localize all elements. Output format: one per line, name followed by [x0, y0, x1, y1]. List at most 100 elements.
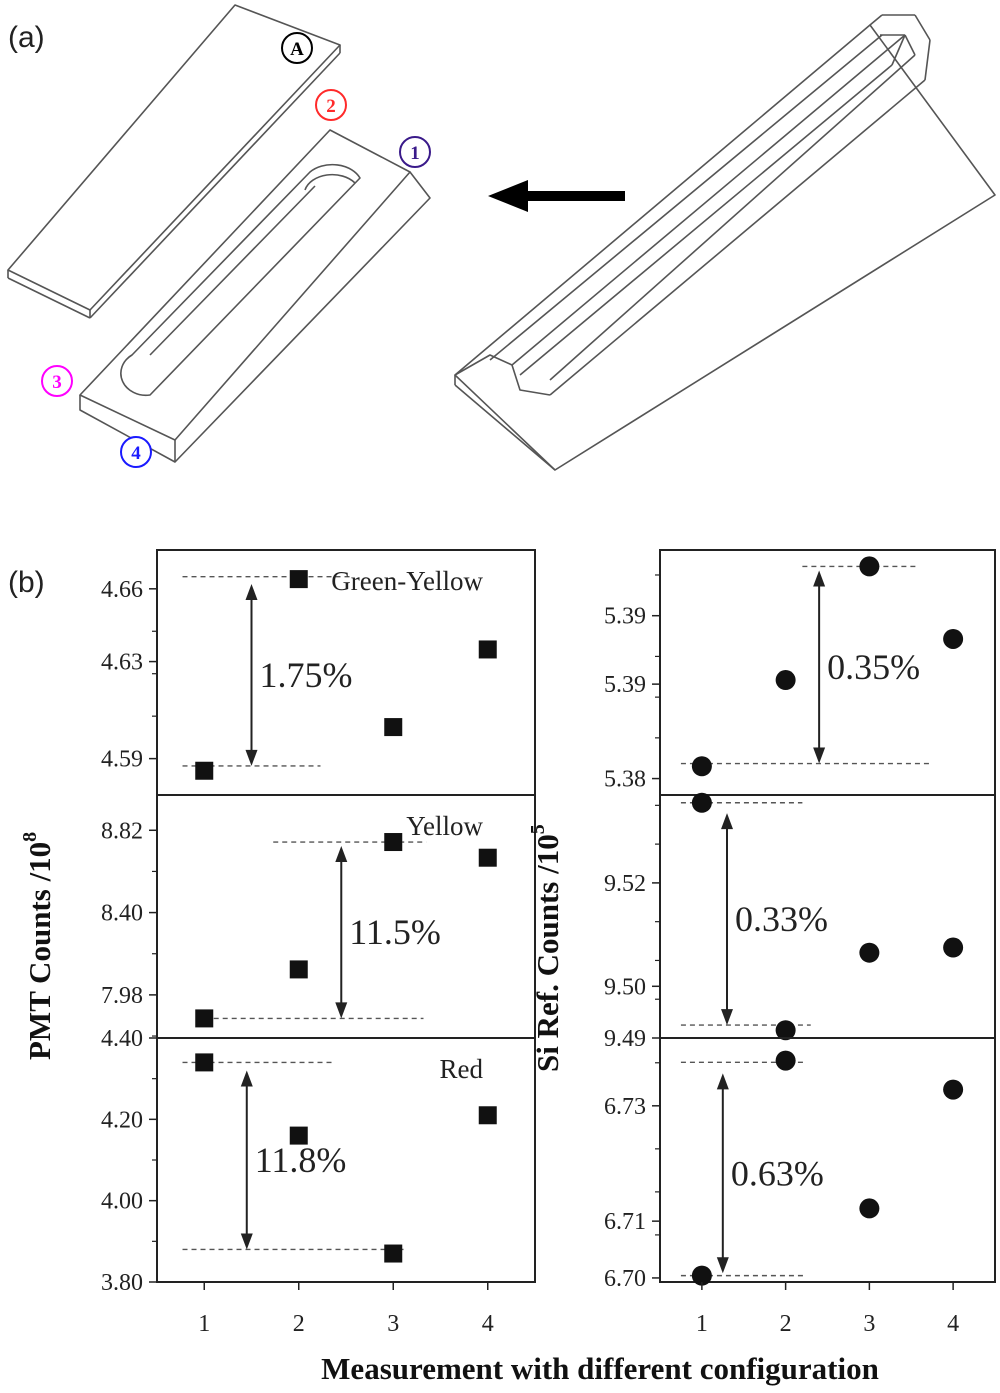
y-tick-label: 8.82 — [101, 818, 143, 844]
range-arrow-head-top — [721, 813, 733, 830]
y-tick-label: 8.40 — [101, 901, 143, 927]
y-tick-label: 9.49 — [604, 1026, 646, 1052]
y-tick-label: 7.98 — [101, 983, 143, 1009]
range-arrow-head-bottom — [240, 1233, 253, 1250]
range-percent-label: 0.33% — [735, 899, 828, 939]
subplot-left-1: 7.98 8.40 8.82 11.5% Yellow — [101, 794, 536, 1039]
marker-number: 3 — [52, 372, 62, 393]
x-tick-label: 3 — [387, 1311, 399, 1337]
data-point — [478, 848, 497, 867]
x-axis-title: Measurement with different configuration — [321, 1351, 879, 1386]
y-tick-label: 6.71 — [604, 1209, 646, 1235]
data-point — [478, 640, 497, 659]
y-tick-label: 4.59 — [101, 747, 143, 773]
y-tick-label: 4.63 — [101, 650, 143, 676]
data-point — [691, 792, 712, 813]
range-arrow-head-bottom — [813, 747, 826, 764]
data-point — [289, 570, 308, 589]
x-tick-label: 2 — [293, 1311, 305, 1337]
data-point — [859, 1198, 880, 1219]
component-markers: A 2 1 3 4 — [41, 32, 431, 468]
series-label: Red — [440, 1054, 484, 1084]
range-arrow-head-bottom — [335, 1002, 348, 1019]
range-arrow-head-top — [240, 1070, 253, 1087]
data-point — [775, 670, 796, 691]
x-tick-label: 2 — [780, 1311, 792, 1337]
x-tick-label: 4 — [482, 1311, 494, 1337]
y-tick-label: 6.70 — [604, 1266, 646, 1292]
data-point — [195, 1053, 214, 1072]
lid-plate — [7, 4, 341, 319]
marker-number: 1 — [410, 143, 420, 164]
data-point — [478, 1106, 497, 1125]
subplot-right-1: 9.49 9.50 9.52 0.33% — [604, 792, 996, 1052]
data-point — [195, 761, 214, 780]
marker-circle — [41, 365, 73, 397]
marker-number: 2 — [326, 96, 336, 117]
marker-A: A — [281, 32, 313, 64]
x-tick-label: 3 — [863, 1311, 875, 1337]
data-point — [195, 1009, 214, 1028]
range-arrow-head-top — [245, 583, 258, 600]
x-tick-label: 4 — [947, 1311, 959, 1337]
marker-number: A — [290, 39, 304, 60]
marker-1: 1 — [399, 136, 431, 168]
marker-circle — [315, 89, 347, 121]
series-label: Yellow — [406, 811, 483, 841]
y-tick-label: 5.38 — [604, 767, 646, 793]
panel-b-label: (b) — [8, 566, 45, 599]
y-tick-label: 4.20 — [101, 1107, 143, 1133]
data-point — [289, 960, 308, 979]
subplot-left-0: 4.59 4.63 4.66 1.75% Green-Yellow — [101, 549, 536, 796]
data-point — [289, 1126, 308, 1145]
range-percent-label: 0.35% — [827, 647, 920, 687]
data-point — [691, 1265, 712, 1286]
y-tick-label: 6.73 — [604, 1094, 646, 1120]
range-arrow-head-top — [335, 845, 348, 862]
y-tick-label: 4.66 — [101, 577, 143, 603]
data-point — [943, 937, 964, 958]
marker-circle — [399, 136, 431, 168]
range-percent-label: 1.75% — [260, 655, 353, 695]
y-tick-label: 4.40 — [101, 1026, 143, 1052]
data-point — [384, 718, 403, 737]
y-tick-label: 5.39 — [604, 604, 646, 630]
data-point — [384, 833, 403, 852]
panel-a-label: (a) — [8, 21, 45, 54]
marker-circle — [281, 32, 313, 64]
subplot-right-0: 5.38 5.39 5.39 0.35% — [604, 549, 996, 796]
range-arrow-head-top — [813, 570, 826, 587]
y-tick-label: 5.39 — [604, 672, 646, 698]
data-point — [859, 942, 880, 963]
range-arrow-head-bottom — [245, 749, 258, 766]
arrow-icon — [488, 180, 625, 212]
range-arrow-head-top — [716, 1073, 729, 1090]
range-percent-label: 11.5% — [349, 912, 441, 952]
x-tick-label: 1 — [696, 1311, 708, 1337]
y-tick-label: 9.50 — [604, 974, 646, 1000]
range-arrow-head-bottom — [721, 1009, 733, 1026]
plot-frame — [659, 1037, 996, 1283]
prism-holder — [454, 14, 996, 471]
chart-area: 4.59 4.63 4.66 1.75% Green-Yellow 7.98 8.40 8.8… — [101, 549, 996, 1337]
x-tick-label: 1 — [198, 1311, 210, 1337]
data-point — [691, 756, 712, 777]
right-y-axis-title: Si Ref. Counts /105 — [527, 824, 565, 1072]
y-tick-label: 9.52 — [604, 871, 646, 897]
marker-circle — [120, 436, 152, 468]
series-label: Green-Yellow — [331, 566, 483, 596]
y-tick-label: 4.00 — [101, 1189, 143, 1215]
marker-4: 4 — [120, 436, 152, 468]
data-point — [943, 1079, 964, 1100]
data-point — [775, 1050, 796, 1071]
subplot-right-2: 6.706.716.730.63% — [604, 1037, 996, 1292]
range-arrow-head-bottom — [716, 1257, 729, 1274]
marker-2: 2 — [315, 89, 347, 121]
data-point — [775, 1020, 796, 1041]
y-tick-label: 3.80 — [101, 1270, 143, 1296]
sample-holder — [79, 129, 431, 463]
marker-3: 3 — [41, 365, 73, 397]
marker-number: 4 — [131, 443, 141, 464]
